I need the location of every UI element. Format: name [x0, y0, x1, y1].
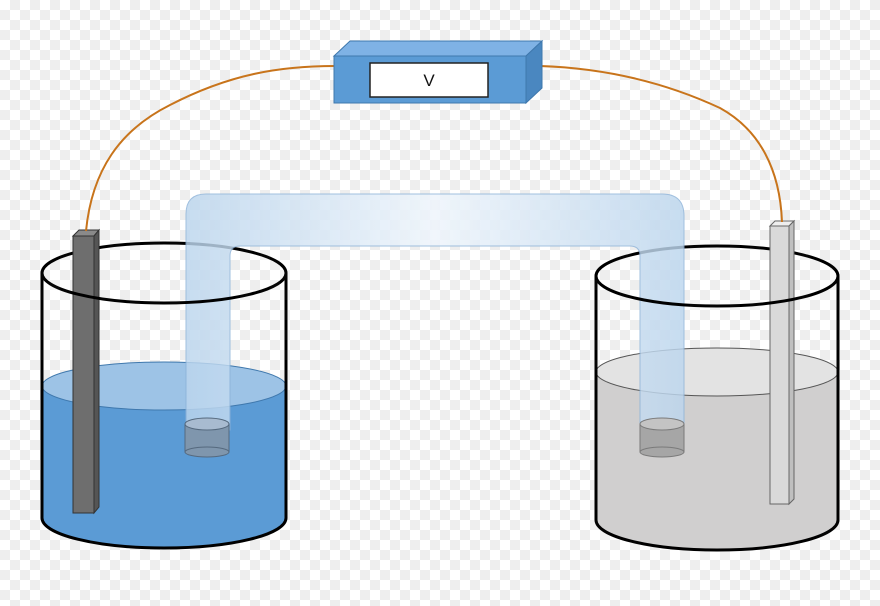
right-wire: [539, 65, 783, 223]
left-beaker-rim-back: [40, 241, 288, 274]
right-solution: [596, 372, 838, 550]
salt-bridge-right-plug: [639, 417, 685, 458]
right-beaker: [594, 244, 840, 550]
right-electrode: [768, 219, 796, 506]
voltmeter: V: [332, 39, 544, 105]
voltmeter-display: [369, 62, 489, 98]
right-solution-surface: [595, 347, 839, 397]
right-beaker-walls: [594, 275, 840, 552]
left-electrode: [71, 228, 101, 515]
left-wire: [85, 65, 336, 232]
right-beaker-rim-back: [594, 244, 840, 277]
voltmeter-label: V: [423, 71, 435, 90]
voltmeter-top: [332, 40, 544, 57]
salt-bridge-left-plug: [184, 417, 230, 458]
left-beaker-walls: [40, 272, 288, 550]
